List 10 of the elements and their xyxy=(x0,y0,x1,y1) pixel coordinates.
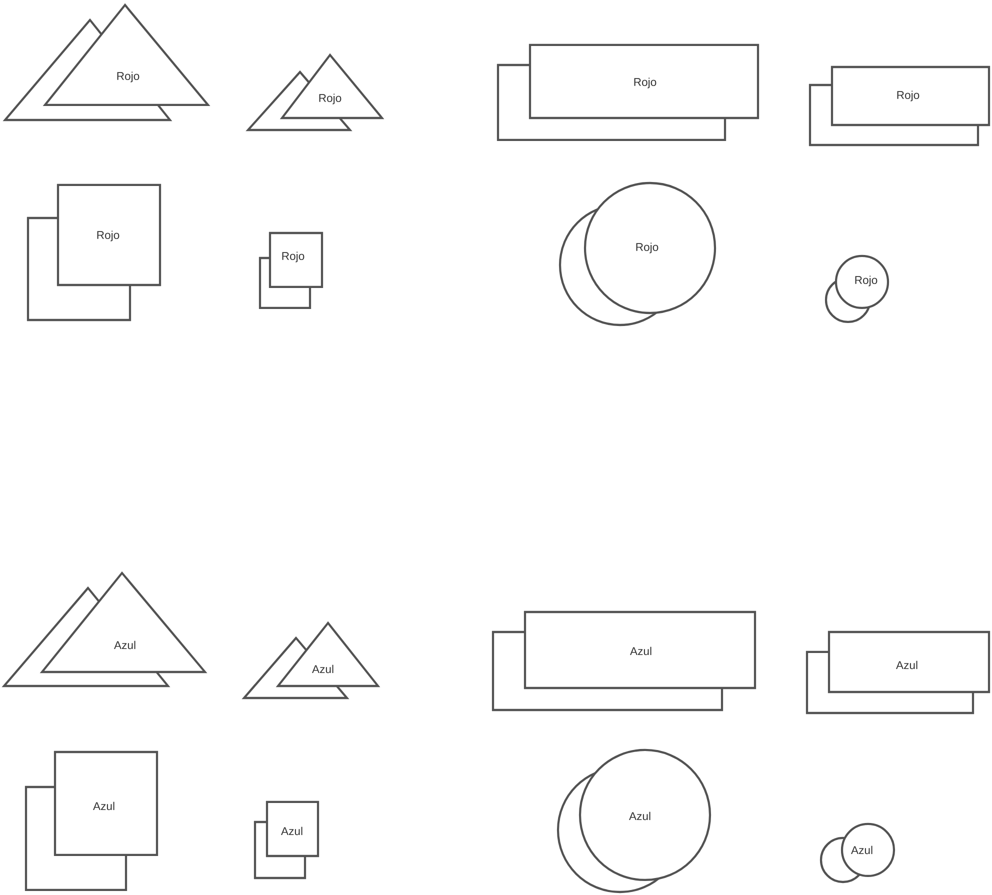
stacked-rectangle: Rojo xyxy=(26,184,162,322)
stacked-rectangle: Azul xyxy=(492,610,756,712)
stacked-rectangle: Rojo xyxy=(258,232,324,310)
node-label: Azul xyxy=(629,812,650,820)
stacked-rectangle: Azul xyxy=(24,750,158,892)
stacked-rectangle: Rojo xyxy=(496,44,760,142)
stacked-rectangle: Rojo xyxy=(808,66,990,146)
node-label: Azul xyxy=(851,846,872,854)
stacked-rectangle: Azul xyxy=(254,800,320,880)
stacked-rectangle: Azul xyxy=(806,630,990,714)
